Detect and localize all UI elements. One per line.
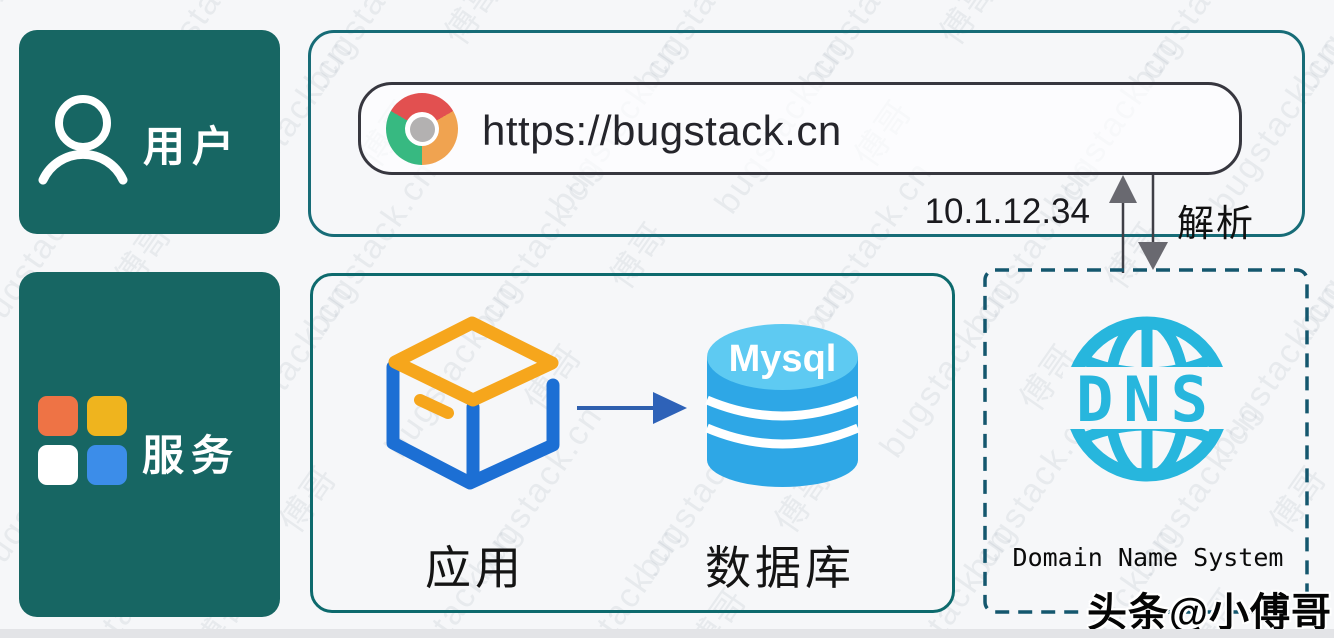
user-box: 用户 bbox=[19, 30, 280, 234]
browser-panel bbox=[308, 30, 1305, 237]
bottom-strip bbox=[0, 629, 1334, 638]
resolve-arrows bbox=[1109, 175, 1168, 273]
grid-square-white bbox=[38, 445, 78, 485]
mysql-title: Mysql bbox=[729, 338, 837, 380]
application-icon bbox=[386, 316, 560, 490]
arrow-down-head bbox=[1138, 242, 1168, 270]
service-box-label: 服务 bbox=[142, 432, 241, 479]
service-box: 服务 bbox=[19, 272, 280, 617]
grid-square-blue bbox=[87, 445, 127, 485]
chrome-icon-hub bbox=[409, 116, 435, 142]
user-icon bbox=[38, 95, 128, 185]
arrow-up-head bbox=[1109, 175, 1137, 203]
grid-square-orange bbox=[38, 396, 78, 436]
dns-caption: Domain Name System bbox=[1012, 543, 1284, 572]
resolved-ip-text: 10.1.12.34 bbox=[924, 192, 1090, 231]
credit-watermark: 头条@小傅哥 bbox=[1086, 591, 1332, 635]
chrome-browser-icon bbox=[386, 93, 458, 165]
mysql-database-icon: Mysql bbox=[705, 324, 860, 487]
url-text: https://bugstack.cn bbox=[482, 107, 842, 154]
browser-address-bar bbox=[358, 82, 1242, 175]
application-label: 应用 bbox=[425, 542, 525, 594]
dns-globe-icon: DNS bbox=[1063, 316, 1231, 482]
app-to-db-arrow bbox=[577, 392, 687, 424]
dns-globe-text: DNS bbox=[1076, 363, 1218, 436]
resolve-label: 解析 bbox=[1177, 203, 1255, 244]
dns-box-border bbox=[983, 268, 1309, 614]
application-panel bbox=[310, 273, 955, 613]
user-box-label: 用户 bbox=[143, 123, 242, 170]
database-label: 数据库 bbox=[705, 542, 855, 594]
grid-square-amber bbox=[87, 396, 127, 436]
watermark-text: 傅哥 bbox=[0, 0, 16, 52]
